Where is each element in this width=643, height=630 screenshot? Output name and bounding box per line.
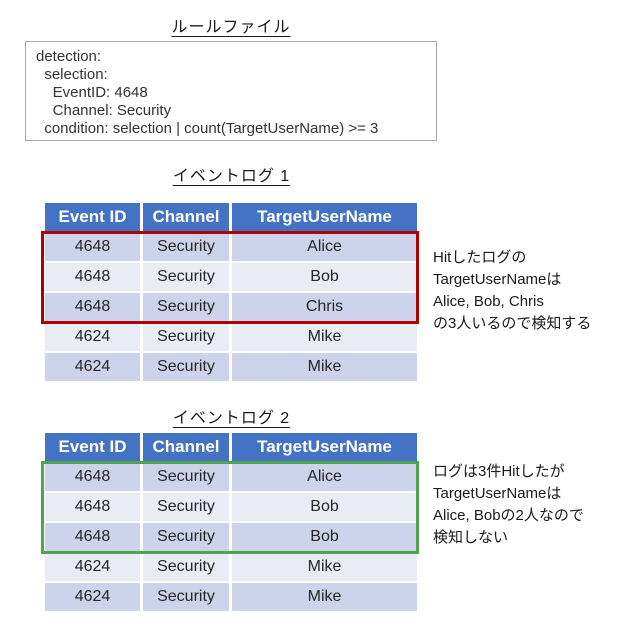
table-cell: Security	[143, 353, 229, 381]
table-cell: Chris	[232, 293, 417, 321]
table-cell: Mike	[232, 583, 417, 611]
table-cell: Security	[143, 463, 229, 491]
table-cell: 4624	[45, 353, 140, 381]
table-cell: Security	[143, 523, 229, 551]
table-cell: Security	[143, 553, 229, 581]
event-log-1-table: Event ID Channel TargetUserName 4648 Sec…	[45, 203, 417, 381]
table-cell: 4624	[45, 323, 140, 351]
column-header: Event ID	[45, 203, 140, 231]
event-log-2-table: Event ID Channel TargetUserName 4648 Sec…	[45, 433, 417, 611]
rule-file-box: detection: selection: EventID: 4648 Chan…	[25, 41, 437, 141]
table-cell: Mike	[232, 323, 417, 351]
table-cell: Bob	[232, 263, 417, 291]
table-cell: Security	[143, 293, 229, 321]
table-cell: 4648	[45, 493, 140, 521]
event-log-2-heading-text: イベントログ 2	[172, 410, 291, 427]
table-cell: Mike	[232, 353, 417, 381]
annotation-line: 検知しない	[433, 529, 509, 546]
table-cell: Security	[143, 323, 229, 351]
rule-line: detection:	[36, 48, 102, 65]
event-log-1-heading: イベントログ 1	[45, 162, 418, 186]
annotation-line: TargetUserNameは	[433, 271, 562, 288]
table-cell: 4648	[45, 233, 140, 261]
table-cell: Security	[143, 233, 229, 261]
table-cell: Bob	[232, 523, 417, 551]
table-cell: 4648	[45, 463, 140, 491]
rule-line: selection:	[36, 66, 108, 83]
table-cell: Mike	[232, 553, 417, 581]
log2-annotation: ログは3件Hitしたが TargetUserNameは Alice, Bobの2…	[433, 461, 638, 549]
table-cell: Security	[143, 493, 229, 521]
table-cell: 4624	[45, 583, 140, 611]
table-cell: 4648	[45, 523, 140, 551]
table-cell: Security	[143, 263, 229, 291]
table-cell: Alice	[232, 463, 417, 491]
table-cell: 4648	[45, 293, 140, 321]
annotation-line: Alice, Bob, Chris	[433, 293, 544, 310]
column-header: TargetUserName	[232, 433, 417, 461]
table-cell: Bob	[232, 493, 417, 521]
table-cell: Security	[143, 583, 229, 611]
column-header: Event ID	[45, 433, 140, 461]
rule-file-title: ルールファイル	[25, 13, 437, 37]
rule-line: EventID: 4648	[36, 84, 148, 101]
table-cell: 4624	[45, 553, 140, 581]
event-log-1-heading-text: イベントログ 1	[172, 168, 291, 185]
table-cell: 4648	[45, 263, 140, 291]
rule-file-title-text: ルールファイル	[171, 19, 291, 36]
annotation-line: ログは3件Hitしたが	[433, 463, 565, 480]
annotation-line: TargetUserNameは	[433, 485, 562, 502]
rule-line: Channel: Security	[36, 102, 172, 119]
annotation-line: Hitしたログの	[433, 249, 527, 266]
column-header: Channel	[143, 433, 229, 461]
annotation-line: Alice, Bobの2人なので	[433, 507, 584, 524]
table-cell: Alice	[232, 233, 417, 261]
column-header: TargetUserName	[232, 203, 417, 231]
log1-annotation: Hitしたログの TargetUserNameは Alice, Bob, Chr…	[433, 247, 638, 335]
column-header: Channel	[143, 203, 229, 231]
rule-line: condition: selection | count(TargetUserN…	[36, 120, 379, 137]
annotation-line: の3人いるので検知する	[433, 315, 592, 332]
event-log-2-heading: イベントログ 2	[45, 404, 418, 428]
